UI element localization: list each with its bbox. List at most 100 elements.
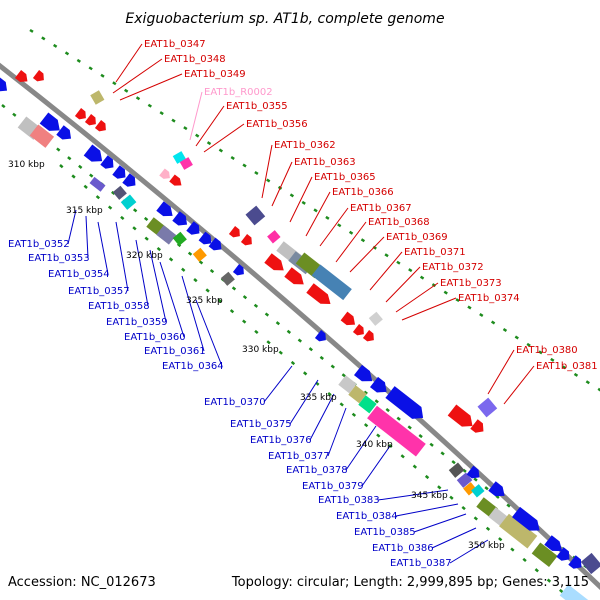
tick-row-lower [341,373,346,378]
tick-row-upper [206,141,212,146]
tick-row-inner [461,506,466,511]
leader-line [503,365,535,405]
tick-row-inner [107,205,113,210]
gene-label-lower: EAT1b_0384 [336,511,398,522]
tick-row-upper [479,313,484,318]
gene-box-shape [90,90,105,105]
kbp-mark: 340 kbp [356,440,393,450]
gene-arrow [122,173,136,187]
gene-label-upper: EAT1b_0355 [226,101,288,112]
leader-line [115,221,129,292]
tick-row-upper [585,380,590,385]
tick-row-inner [83,184,88,189]
gene-arrow [314,330,326,342]
gene-arrow [284,267,304,285]
gene-box-shape [348,385,367,404]
gene-label-upper: EAT1b_0363 [294,157,356,168]
gene-box-olive [90,90,105,105]
kbp-mark: 310 kbp [8,160,45,170]
tick-row-upper [538,350,543,355]
tick-row-inner [205,288,210,293]
tick-row-inner [193,278,198,283]
leader-line [401,297,457,321]
gene-label-lower: EAT1b_0383 [318,495,380,506]
leader-line [487,349,515,395]
tick-row-inner [522,557,527,562]
gene-arrow [112,165,126,179]
tick-row-lower [385,407,390,413]
gene-arrow [369,376,387,393]
tick-row-inner [327,392,332,397]
gene-label-upper: EAT1b_0366 [332,187,394,198]
gene-box-cyan [120,194,137,210]
tick-row-upper [384,253,389,258]
leader-line [327,407,347,457]
gene-box-pink [267,230,281,244]
leader-line [203,123,245,153]
gene-arrow [14,70,28,83]
tick-row-inner [120,215,125,221]
gene-box-dark [448,462,465,478]
tick-row-inner [388,443,393,449]
tick-row-inner [339,402,344,407]
gene-label-lower: EAT1b_0378 [286,465,348,476]
gene-box-green [172,231,187,246]
kbp-mark: 325 kbp [186,296,223,306]
gene-arrow-shape [556,547,570,561]
tick-row-upper [195,133,200,138]
tick-row-inner [424,474,430,480]
tick-row-upper [254,170,259,175]
gene-arrow-shape [100,155,114,169]
leader-line [115,43,143,83]
leader-line [263,365,293,403]
gene-label-upper: EAT1b_R0002 [204,87,273,98]
tick-row-lower [209,269,215,274]
tick-row-lower [396,416,401,421]
topology-text: Topology: circular; Length: 2,999,895 bp… [231,575,589,590]
gene-arrow-shape [159,168,170,179]
gene-label-lower: EAT1b_0353 [28,253,90,264]
gene-arrow [198,231,212,245]
gene-label-upper: EAT1b_0347 [144,39,206,50]
gene-arrow [470,419,484,433]
gene-box-shape [559,584,592,600]
gene-box-dark [112,185,127,200]
tick-row-lower [231,286,237,291]
gene-label-upper: EAT1b_0356 [246,119,308,130]
gene-arrow-shape [264,253,284,271]
tick-row-lower [132,208,138,213]
gene-label-lower: EAT1b_0352 [8,239,70,250]
gene-arrow-shape [228,226,240,238]
gene-label-lower: EAT1b_0375 [230,419,292,430]
tick-row-inner [156,246,162,252]
gene-arrow [39,112,60,131]
gene-arrow [240,234,252,246]
leader-line [345,425,377,471]
tick-row-lower [440,451,445,456]
gene-arrow [306,283,331,305]
gene-arrow-shape [198,231,212,245]
gene-arrow-shape [488,481,505,497]
gene-box-shape [338,375,357,394]
tick-row-upper [147,103,152,108]
tick-row-lower [1,104,6,109]
leader-line [349,236,385,273]
gene-box-green [531,542,558,568]
gene-arrow [156,201,173,217]
gene-box-slate [580,552,600,575]
tick-row-lower [374,399,379,404]
tick-row-inner [59,164,64,169]
tick-row-upper [218,148,224,153]
leader-line [431,527,477,549]
gene-arrow-shape [169,174,182,186]
gene-arrow [544,535,563,552]
tick-row-upper [502,327,508,332]
leader-line [189,91,203,141]
gene-arrow [385,386,424,419]
tick-row-lower [12,112,17,117]
tick-row-lower [275,321,281,326]
tick-row-inner [144,236,149,241]
gene-arrow-shape [353,364,373,382]
leader-line [385,266,421,303]
